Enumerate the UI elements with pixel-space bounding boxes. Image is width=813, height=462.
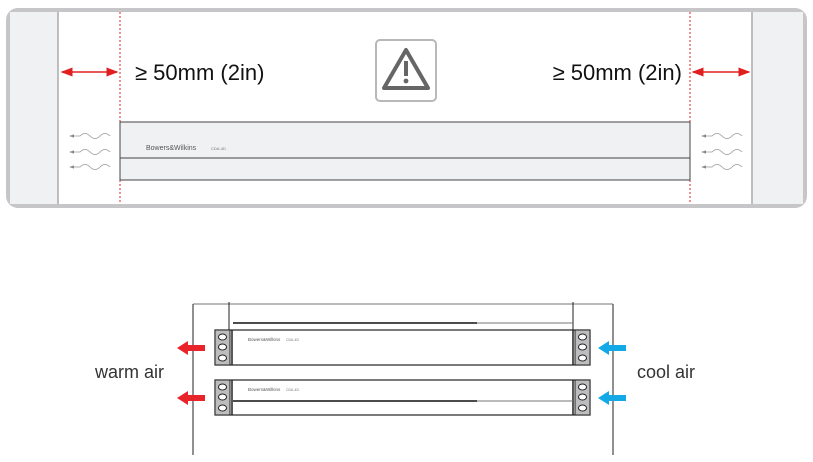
mounting-hole — [578, 333, 587, 341]
unit-model-label: CDA-4D — [286, 388, 300, 392]
mounting-hole — [218, 393, 227, 401]
warm-air-arrow-icon — [177, 391, 205, 405]
mounting-hole — [578, 354, 587, 362]
mounting-hole — [218, 354, 227, 362]
clearance-label-left: ≥ 50mm (2in) — [135, 60, 264, 85]
cool-air-label: cool air — [637, 362, 695, 382]
brand-label: Bowers&Wilkins — [146, 145, 197, 152]
warning-triangle-icon — [375, 39, 437, 102]
airflow-left-icon — [69, 133, 111, 170]
top-clearance-diagram: ≥ 50mm (2in) ≥ 50mm (2in) Bowers&Wilkins… — [6, 8, 807, 208]
rack-unit: Bowers&Wilkins CDA-4D — [177, 329, 626, 366]
mounting-hole — [218, 404, 227, 412]
airflow-right-icon — [701, 133, 743, 170]
mounting-hole — [218, 383, 227, 391]
clearance-label-right: ≥ 50mm (2in) — [553, 60, 682, 85]
cool-air-arrow-icon — [598, 391, 626, 405]
unit-brand-label: Bowers&Wilkins — [248, 387, 281, 392]
mounting-hole — [218, 343, 227, 351]
mounting-hole — [578, 393, 587, 401]
rack-unit: Bowers&Wilkins CDA-4D — [177, 379, 626, 416]
mounting-hole — [578, 343, 587, 351]
model-label: CDA-4D — [211, 146, 226, 151]
cool-air-arrow-icon — [598, 341, 626, 355]
warm-air-label: warm air — [94, 362, 164, 382]
unit-brand-label: Bowers&Wilkins — [248, 337, 281, 342]
amplifier-front: Bowers&Wilkins CDA-4D — [119, 121, 691, 181]
warm-air-arrow-icon — [177, 341, 205, 355]
right-wall — [752, 12, 803, 204]
left-wall — [10, 12, 58, 204]
mounting-hole — [578, 404, 587, 412]
unit-model-label: CDA-4D — [286, 338, 300, 342]
mounting-hole — [218, 333, 227, 341]
mounting-hole — [578, 383, 587, 391]
